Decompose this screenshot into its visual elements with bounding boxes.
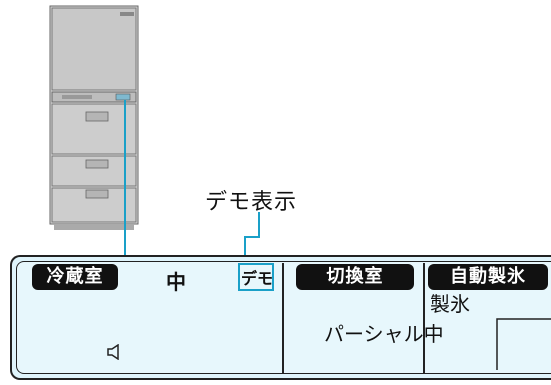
demo-indicator-text: デモ [241, 269, 274, 288]
speaker-icon [107, 344, 119, 360]
switch-mode-text: パーシャル中 [324, 322, 444, 346]
fridge-compartment-badge: 冷蔵室 [32, 264, 118, 290]
refrigerator-illustration [49, 5, 139, 230]
section-divider-2 [423, 263, 425, 373]
auto-ice-badge: 自動製氷 [428, 264, 548, 290]
switch-compartment-badge: 切換室 [296, 264, 414, 290]
fridge-level-text: 中 [166, 270, 186, 294]
leader-line-panel [124, 100, 126, 258]
demo-indicator-frame [238, 263, 274, 291]
demo-display-callout: デモ表示 [205, 190, 298, 215]
leader-line-demo-v2 [244, 236, 246, 262]
leader-line-demo-v [258, 212, 260, 236]
ice-status-text: 製氷 [430, 292, 470, 316]
leader-line-demo-h [244, 236, 260, 238]
section-divider-1 [282, 263, 284, 373]
ice-tray-outline [496, 318, 551, 370]
